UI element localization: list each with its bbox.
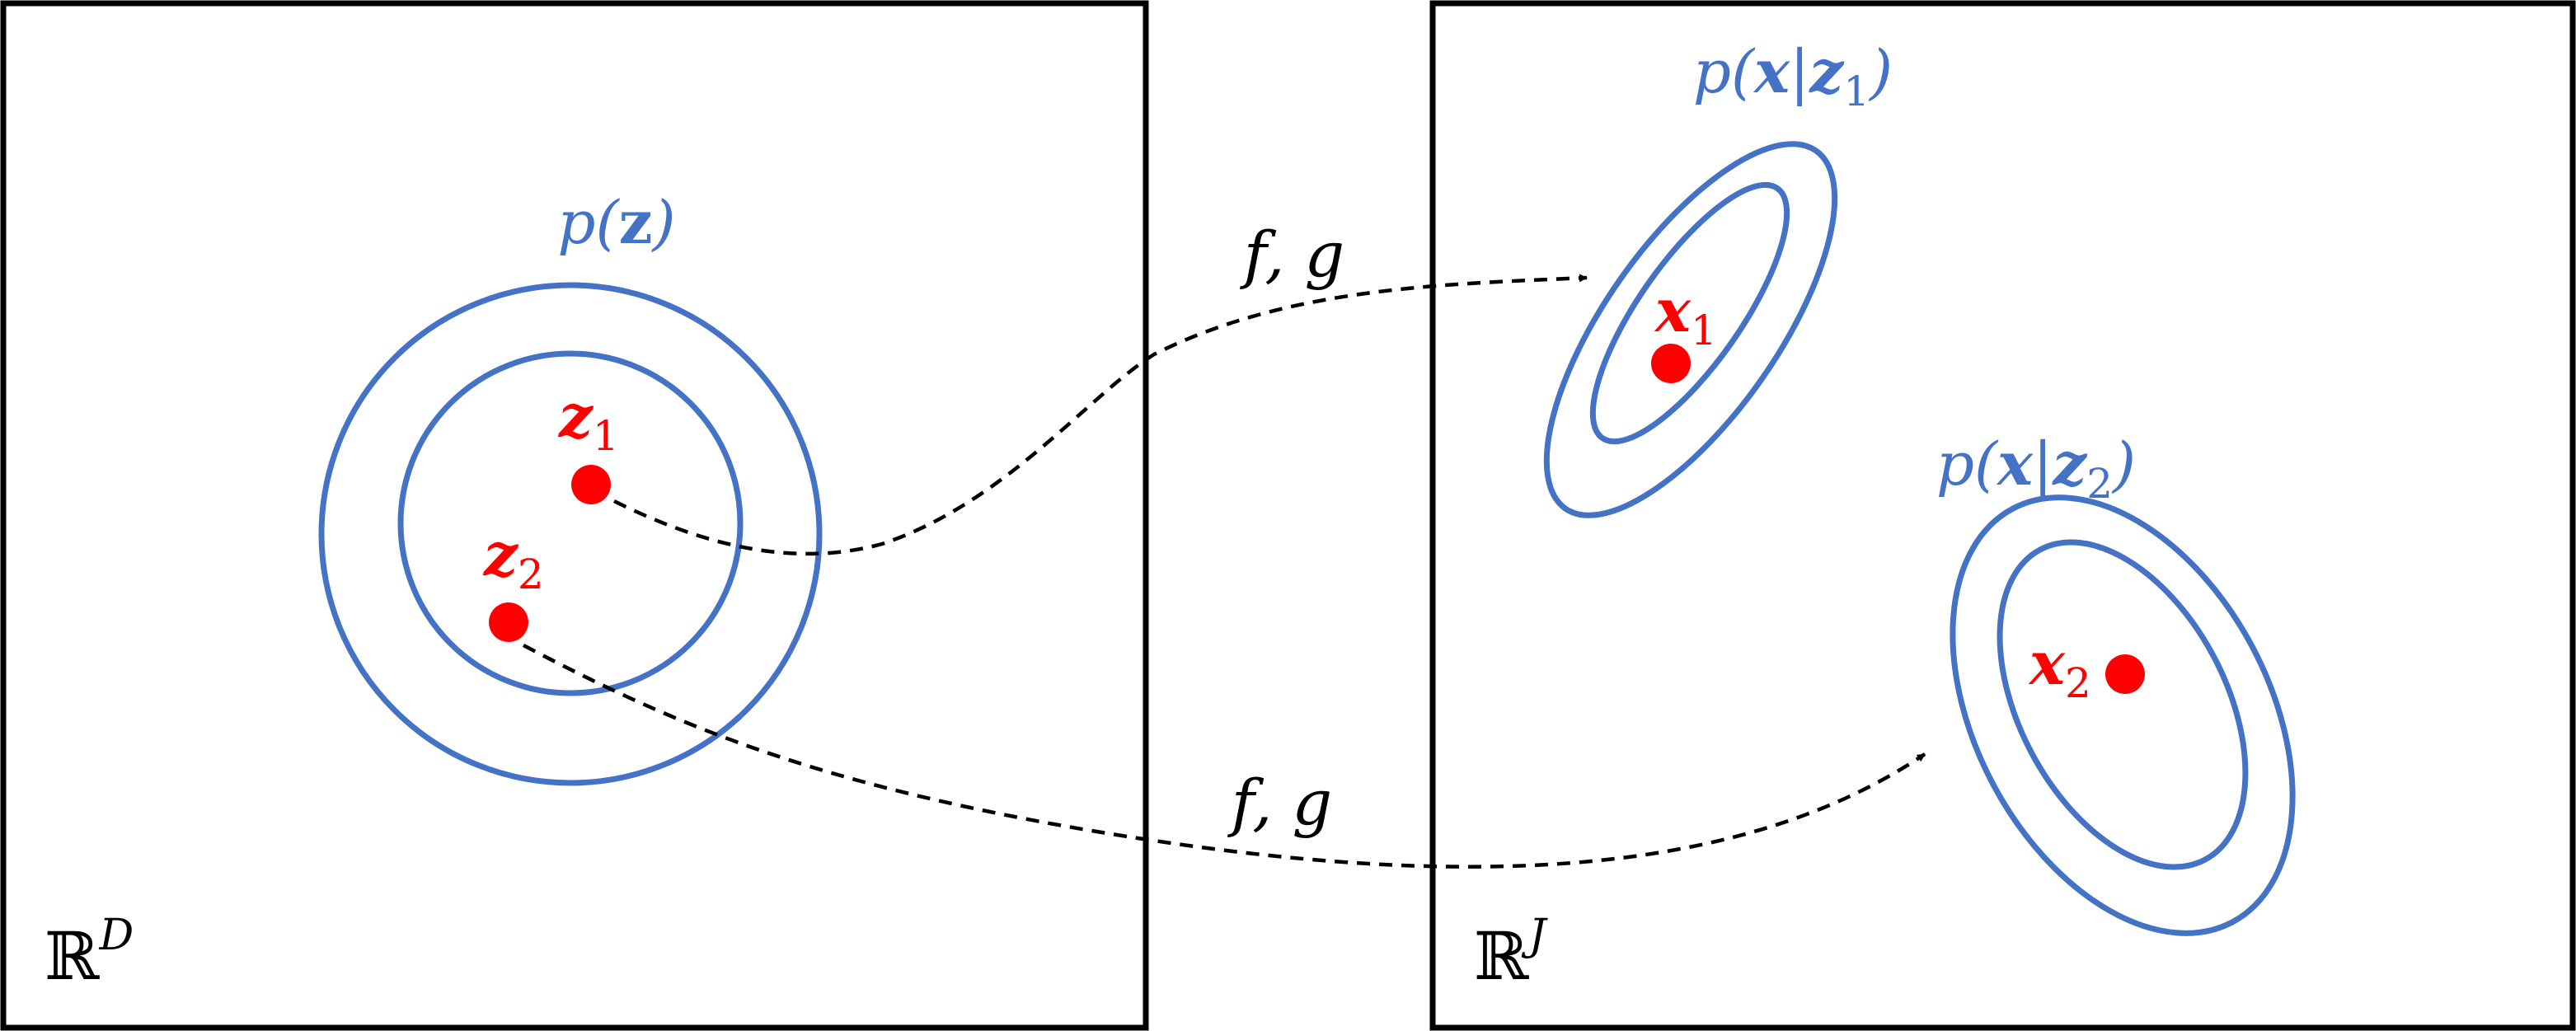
- latent-point-z2-label: z2: [482, 519, 544, 598]
- latent-point-z1-label: z1: [557, 381, 619, 460]
- mapping-arrow-2-label: f, g: [1227, 766, 1332, 839]
- latent-point-z2: [489, 602, 528, 642]
- data-point-x1: [1651, 344, 1691, 383]
- latent-space-label: ℝD: [45, 911, 134, 995]
- latent-point-z1: [571, 465, 611, 504]
- data-point-x1-label: x1: [1654, 275, 1717, 354]
- conditional-density-2-inner-contour: [1997, 539, 2249, 870]
- conditional-density-1-inner-contour: [1589, 181, 1790, 445]
- conditional-density-1-label: p(x|z1): [1693, 36, 1893, 115]
- mapping-arrow-2: [522, 644, 1926, 869]
- conditional-density-1-outer-contour: [1543, 141, 1838, 518]
- data-point-x2: [2105, 654, 2145, 694]
- data-space-frame: [1429, 0, 2576, 1031]
- latent-density-outer-contour: [318, 282, 823, 786]
- conditional-density-2-outer-contour: [1950, 494, 2296, 936]
- data-space-label: ℝJ: [1474, 911, 1548, 995]
- latent-density-inner-contour: [397, 350, 744, 696]
- mapping-arrow-1-label: f, g: [1240, 218, 1344, 291]
- data-point-x2-label: x2: [2028, 628, 2091, 707]
- latent-density-label: p(z): [557, 187, 675, 257]
- latent-space-frame: [0, 0, 1149, 1031]
- conditional-density-2-label: p(x|z2): [1936, 429, 2136, 508]
- mapping-arrow-1: [613, 274, 1588, 556]
